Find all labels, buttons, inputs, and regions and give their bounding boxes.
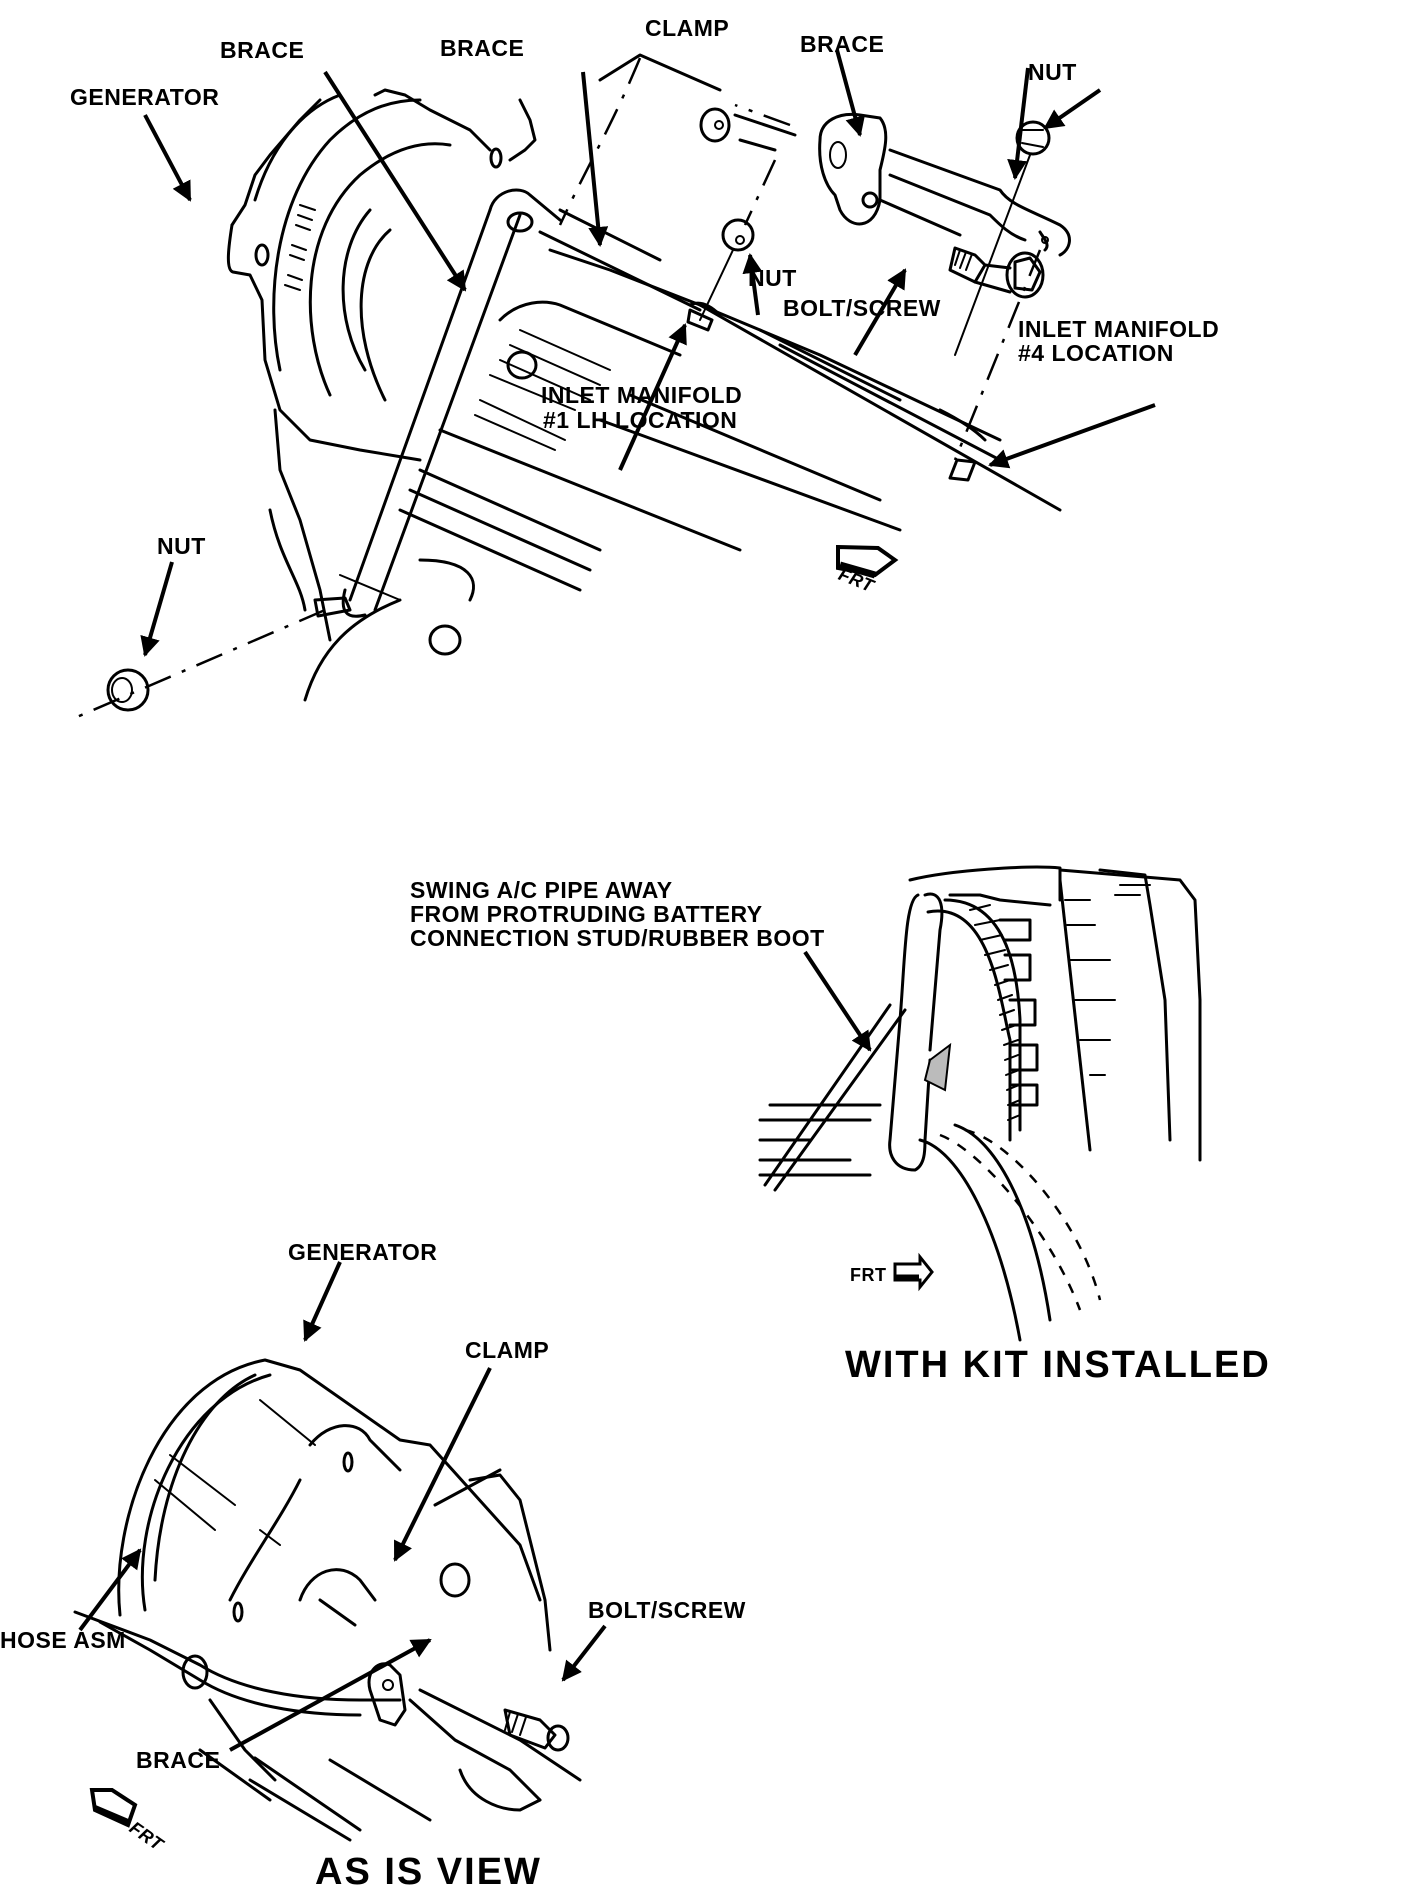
label-nut-lower-left: NUT (157, 533, 206, 559)
nut-lower-left-drawing (106, 596, 352, 712)
label-inlet-manifold-1-line1: INLET MANIFOLD (541, 382, 743, 408)
front-arrow-icon (89, 1788, 138, 1828)
brace-clamp-drawing (686, 107, 1071, 482)
label-inlet-manifold-1-line2: #1 LH LOCATION (543, 407, 738, 433)
label-inlet-manifold-4-line2: #4 LOCATION (1018, 340, 1174, 366)
alignment-line (953, 249, 1042, 461)
leader-bracket (598, 53, 722, 92)
leader-arrow (78, 1548, 142, 1632)
leader-arrow (742, 253, 763, 316)
label-as-is-clamp: CLAMP (465, 1337, 550, 1363)
alignment-line (558, 57, 642, 226)
note-line-3: CONNECTION STUD/RUBBER BOOT (410, 925, 825, 951)
brace-rod-drawing (341, 188, 562, 618)
label-nut-center: NUT (748, 265, 797, 291)
brace-bar-drawing (538, 208, 722, 317)
leader-arrow (229, 1638, 432, 1752)
leader-arrow (1043, 88, 1102, 130)
leader-arrow (561, 1624, 607, 1682)
label-brace-mid: BRACE (440, 35, 525, 61)
label-hose-asm: HOSE ASM (0, 1627, 126, 1653)
leader-arrow (393, 1367, 492, 1562)
note-line-1: SWING A/C PIPE AWAY (410, 877, 673, 903)
leader-arrow (803, 950, 872, 1052)
label-as-is-generator: GENERATOR (288, 1239, 438, 1265)
label-as-is-bolt-screw: BOLT/SCREW (588, 1597, 746, 1623)
caption-as-is-view: AS IS VIEW (315, 1851, 542, 1893)
leader-arrow (303, 1261, 342, 1342)
label-front-kit: FRT (850, 1265, 887, 1285)
label-nut-top-right: NUT (1028, 59, 1077, 85)
leader-arrow (140, 561, 174, 657)
label-as-is-brace: BRACE (136, 1747, 221, 1773)
leader-arrow (853, 268, 907, 357)
leader-arrow (1007, 67, 1030, 180)
alignment-line (734, 103, 791, 127)
top-view-drawing (69, 49, 1156, 722)
kit-view-drawing (758, 865, 1202, 1342)
leader-arrow (835, 49, 865, 137)
label-bolt-screw: BOLT/SCREW (783, 295, 941, 321)
leader-arrow (618, 323, 687, 471)
label-inlet-manifold-4-line1: INLET MANIFOLD (1018, 316, 1220, 342)
caption-with-kit-installed: WITH KIT INSTALLED (845, 1344, 1271, 1386)
leader-arrow (143, 114, 192, 202)
label-brace-right: BRACE (800, 31, 885, 57)
as-is-view-drawing (73, 1261, 607, 1842)
leader-arrow (323, 70, 467, 292)
leader-arrow (988, 403, 1156, 469)
rubber-boot (923, 1042, 952, 1092)
leader-arrow (581, 71, 609, 247)
note-line-2: FROM PROTRUDING BATTERY (410, 901, 763, 927)
label-clamp: CLAMP (645, 15, 730, 41)
generator-drawing (226, 88, 537, 702)
alignment-line (69, 608, 326, 722)
alignment-line (743, 159, 777, 226)
label-brace-left: BRACE (220, 37, 305, 63)
front-arrow-icon (893, 1252, 934, 1292)
label-generator: GENERATOR (70, 84, 220, 110)
